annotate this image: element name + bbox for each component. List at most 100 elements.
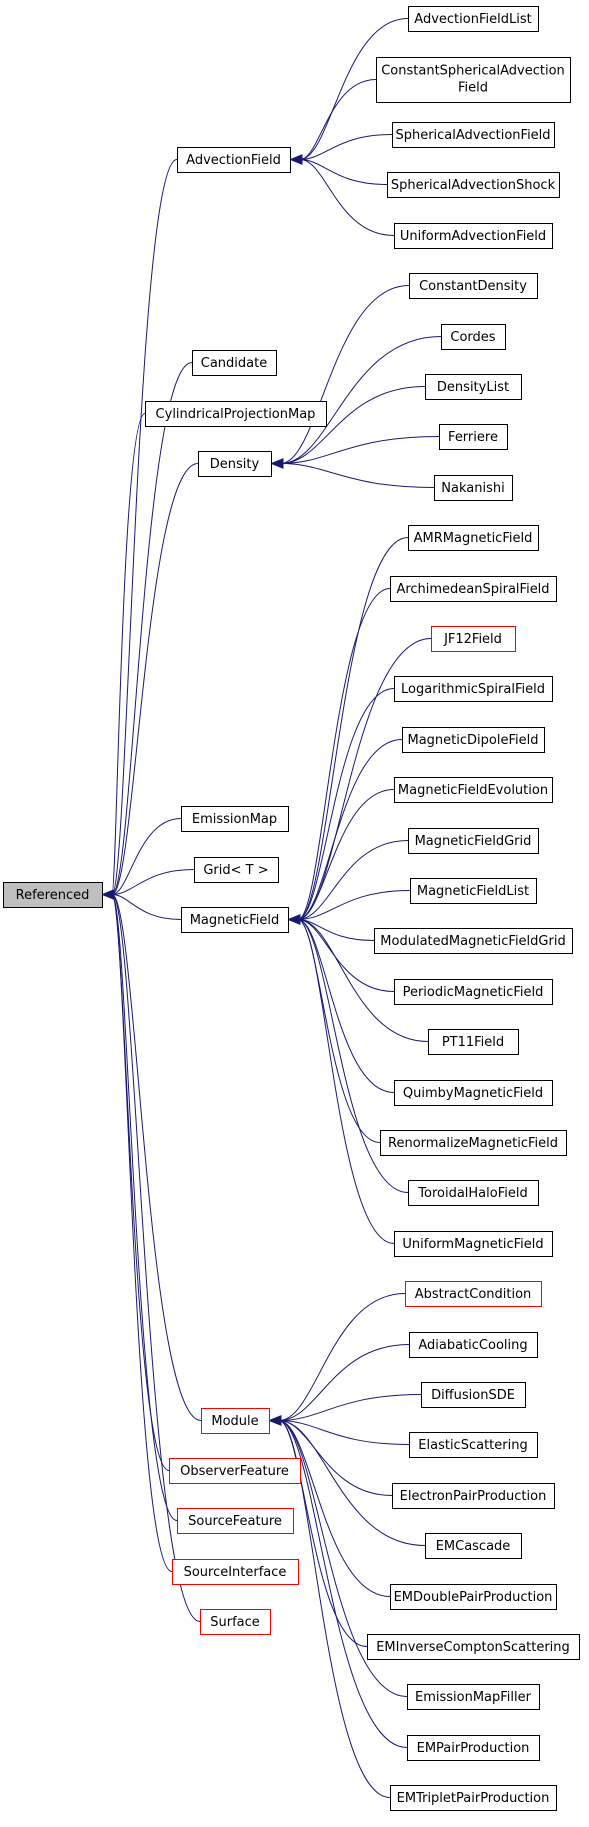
class-box	[405, 1281, 542, 1307]
class-node-uniformmagneticfield[interactable]: UniformMagneticField	[394, 1231, 553, 1257]
edge-referenced-sourcefeature	[101, 889, 178, 1521]
class-box	[181, 907, 289, 933]
class-node-diffusionsde[interactable]: DiffusionSDE	[421, 1382, 526, 1408]
class-node-grid[interactable]: Grid< T >	[194, 857, 279, 883]
class-node-advectionfieldlist[interactable]: AdvectionFieldList	[408, 6, 539, 32]
class-label: Module	[211, 1414, 258, 1429]
edge-referenced-module	[101, 889, 202, 1421]
class-node-abstractcondition[interactable]: AbstractCondition	[405, 1281, 542, 1307]
class-box	[200, 1609, 271, 1635]
class-label: EMInverseComptonScattering	[376, 1640, 570, 1655]
class-node-quimbymagneticfield[interactable]: QuimbyMagneticField	[394, 1080, 553, 1106]
class-label: Grid< T >	[203, 863, 268, 878]
class-label: EMDoublePairProduction	[394, 1590, 553, 1605]
class-box	[194, 857, 279, 883]
class-box	[145, 401, 327, 427]
class-node-nakanishi[interactable]: Nakanishi	[434, 475, 513, 501]
class-box	[390, 576, 557, 602]
class-node-eminversecomptonscattering[interactable]: EMInverseComptonScattering	[367, 1634, 580, 1660]
class-label: AdvectionFieldList	[414, 12, 531, 27]
class-label: ObserverFeature	[180, 1464, 289, 1479]
class-box	[390, 1785, 557, 1811]
class-node-emissionmapfiller[interactable]: EmissionMapFiller	[407, 1684, 540, 1710]
class-node-density[interactable]: Density	[198, 451, 272, 477]
class-box	[394, 1231, 553, 1257]
class-node-modulatedmagneticfieldgrid[interactable]: ModulatedMagneticFieldGrid	[374, 928, 573, 954]
class-node-periodicmagneticfield[interactable]: PeriodicMagneticField	[394, 979, 553, 1005]
class-node-module[interactable]: Module	[201, 1408, 270, 1434]
class-node-sphericaladvectionfield[interactable]: SphericalAdvectionField	[392, 122, 555, 148]
class-box	[431, 626, 516, 652]
edge-referenced-sourceinterface	[101, 889, 173, 1572]
class-box	[198, 451, 272, 477]
class-box	[367, 1634, 580, 1660]
class-node-magneticfieldgrid[interactable]: MagneticFieldGrid	[408, 828, 539, 854]
class-label-line2: Field	[458, 81, 488, 96]
class-box	[409, 1332, 538, 1358]
edge-module-adiabaticcooling	[268, 1344, 410, 1426]
class-box	[201, 1408, 270, 1434]
edge-module-abstractcondition	[268, 1293, 406, 1426]
class-node-candidate[interactable]: Candidate	[192, 350, 277, 376]
class-node-elasticscattering[interactable]: ElasticScattering	[409, 1432, 538, 1458]
class-label: MagneticFieldGrid	[415, 834, 532, 849]
class-label: EMCascade	[436, 1539, 511, 1554]
edge-advectionfield-constantsphericaladvectionfield	[289, 79, 377, 165]
class-node-ferriere[interactable]: Ferriere	[439, 424, 508, 450]
class-node-emcascade[interactable]: EMCascade	[425, 1533, 522, 1559]
class-node-adiabaticcooling[interactable]: AdiabaticCooling	[409, 1332, 538, 1358]
class-node-magneticfieldlist[interactable]: MagneticFieldList	[410, 878, 537, 904]
class-node-jf12field[interactable]: JF12Field	[431, 626, 516, 652]
class-node-empairproduction[interactable]: EMPairProduction	[407, 1735, 540, 1761]
class-node-referenced[interactable]: Referenced	[3, 882, 103, 908]
class-box	[394, 979, 553, 1005]
class-box	[172, 1559, 299, 1585]
class-box	[392, 122, 555, 148]
class-node-magneticdipolefield[interactable]: MagneticDipoleField	[402, 727, 545, 753]
class-node-emissionmap[interactable]: EmissionMap	[181, 806, 289, 832]
class-node-sourcefeature[interactable]: SourceFeature	[177, 1508, 294, 1534]
class-box	[376, 57, 571, 103]
class-node-emtripletpairproduction[interactable]: EMTripletPairProduction	[390, 1785, 557, 1811]
class-label: EmissionMap	[192, 812, 277, 827]
class-node-constantdensity[interactable]: ConstantDensity	[409, 273, 538, 299]
class-node-pt11field[interactable]: PT11Field	[428, 1029, 519, 1055]
class-node-advectionfield[interactable]: AdvectionField	[177, 147, 291, 173]
class-label: DiffusionSDE	[431, 1388, 515, 1403]
class-node-observerfeature[interactable]: ObserverFeature	[169, 1458, 301, 1484]
class-label: QuimbyMagneticField	[403, 1086, 543, 1101]
class-box	[392, 1483, 555, 1509]
class-label: MagneticFieldList	[417, 884, 529, 899]
class-node-cylindricalprojectionmap[interactable]: CylindricalProjectionMap	[145, 401, 327, 427]
class-node-electronpairproduction[interactable]: ElectronPairProduction	[392, 1483, 555, 1509]
class-label: Density	[210, 457, 260, 472]
class-label: EMPairProduction	[417, 1741, 530, 1756]
class-node-magneticfield[interactable]: MagneticField	[181, 907, 289, 933]
class-node-uniformadvectionfield[interactable]: UniformAdvectionField	[394, 223, 553, 249]
class-box	[408, 525, 539, 551]
class-label: SourceInterface	[184, 1565, 287, 1580]
class-node-emdoublepairproduction[interactable]: EMDoublePairProduction	[390, 1584, 557, 1610]
class-node-logarithmicspiralfield[interactable]: LogarithmicSpiralField	[394, 676, 553, 702]
class-node-cordes[interactable]: Cordes	[441, 324, 506, 350]
class-box	[394, 676, 553, 702]
class-node-magneticfieldevolution[interactable]: MagneticFieldEvolution	[394, 777, 553, 803]
class-node-renormalizemagneticfield[interactable]: RenormalizeMagneticField	[380, 1130, 567, 1156]
class-label: SourceFeature	[188, 1514, 282, 1529]
class-node-surface[interactable]: Surface	[200, 1609, 271, 1635]
class-label: ConstantSphericalAdvection	[381, 64, 565, 79]
class-label: PeriodicMagneticField	[403, 985, 544, 1000]
class-box	[374, 928, 573, 954]
class-node-archimedeanspiralfield[interactable]: ArchimedeanSpiralField	[390, 576, 557, 602]
class-node-densitylist[interactable]: DensityList	[425, 374, 522, 400]
class-label: ToroidalHaloField	[417, 1186, 527, 1201]
class-node-amrmagneticfield[interactable]: AMRMagneticField	[408, 525, 539, 551]
class-node-toroidalhalofield[interactable]: ToroidalHaloField	[408, 1180, 539, 1206]
class-box	[387, 172, 560, 198]
class-label: AdiabaticCooling	[418, 1338, 527, 1353]
class-node-sourceinterface[interactable]: SourceInterface	[172, 1559, 299, 1585]
class-label: JF12Field	[443, 632, 502, 647]
class-node-sphericaladvectionshock[interactable]: SphericalAdvectionShock	[387, 172, 560, 198]
